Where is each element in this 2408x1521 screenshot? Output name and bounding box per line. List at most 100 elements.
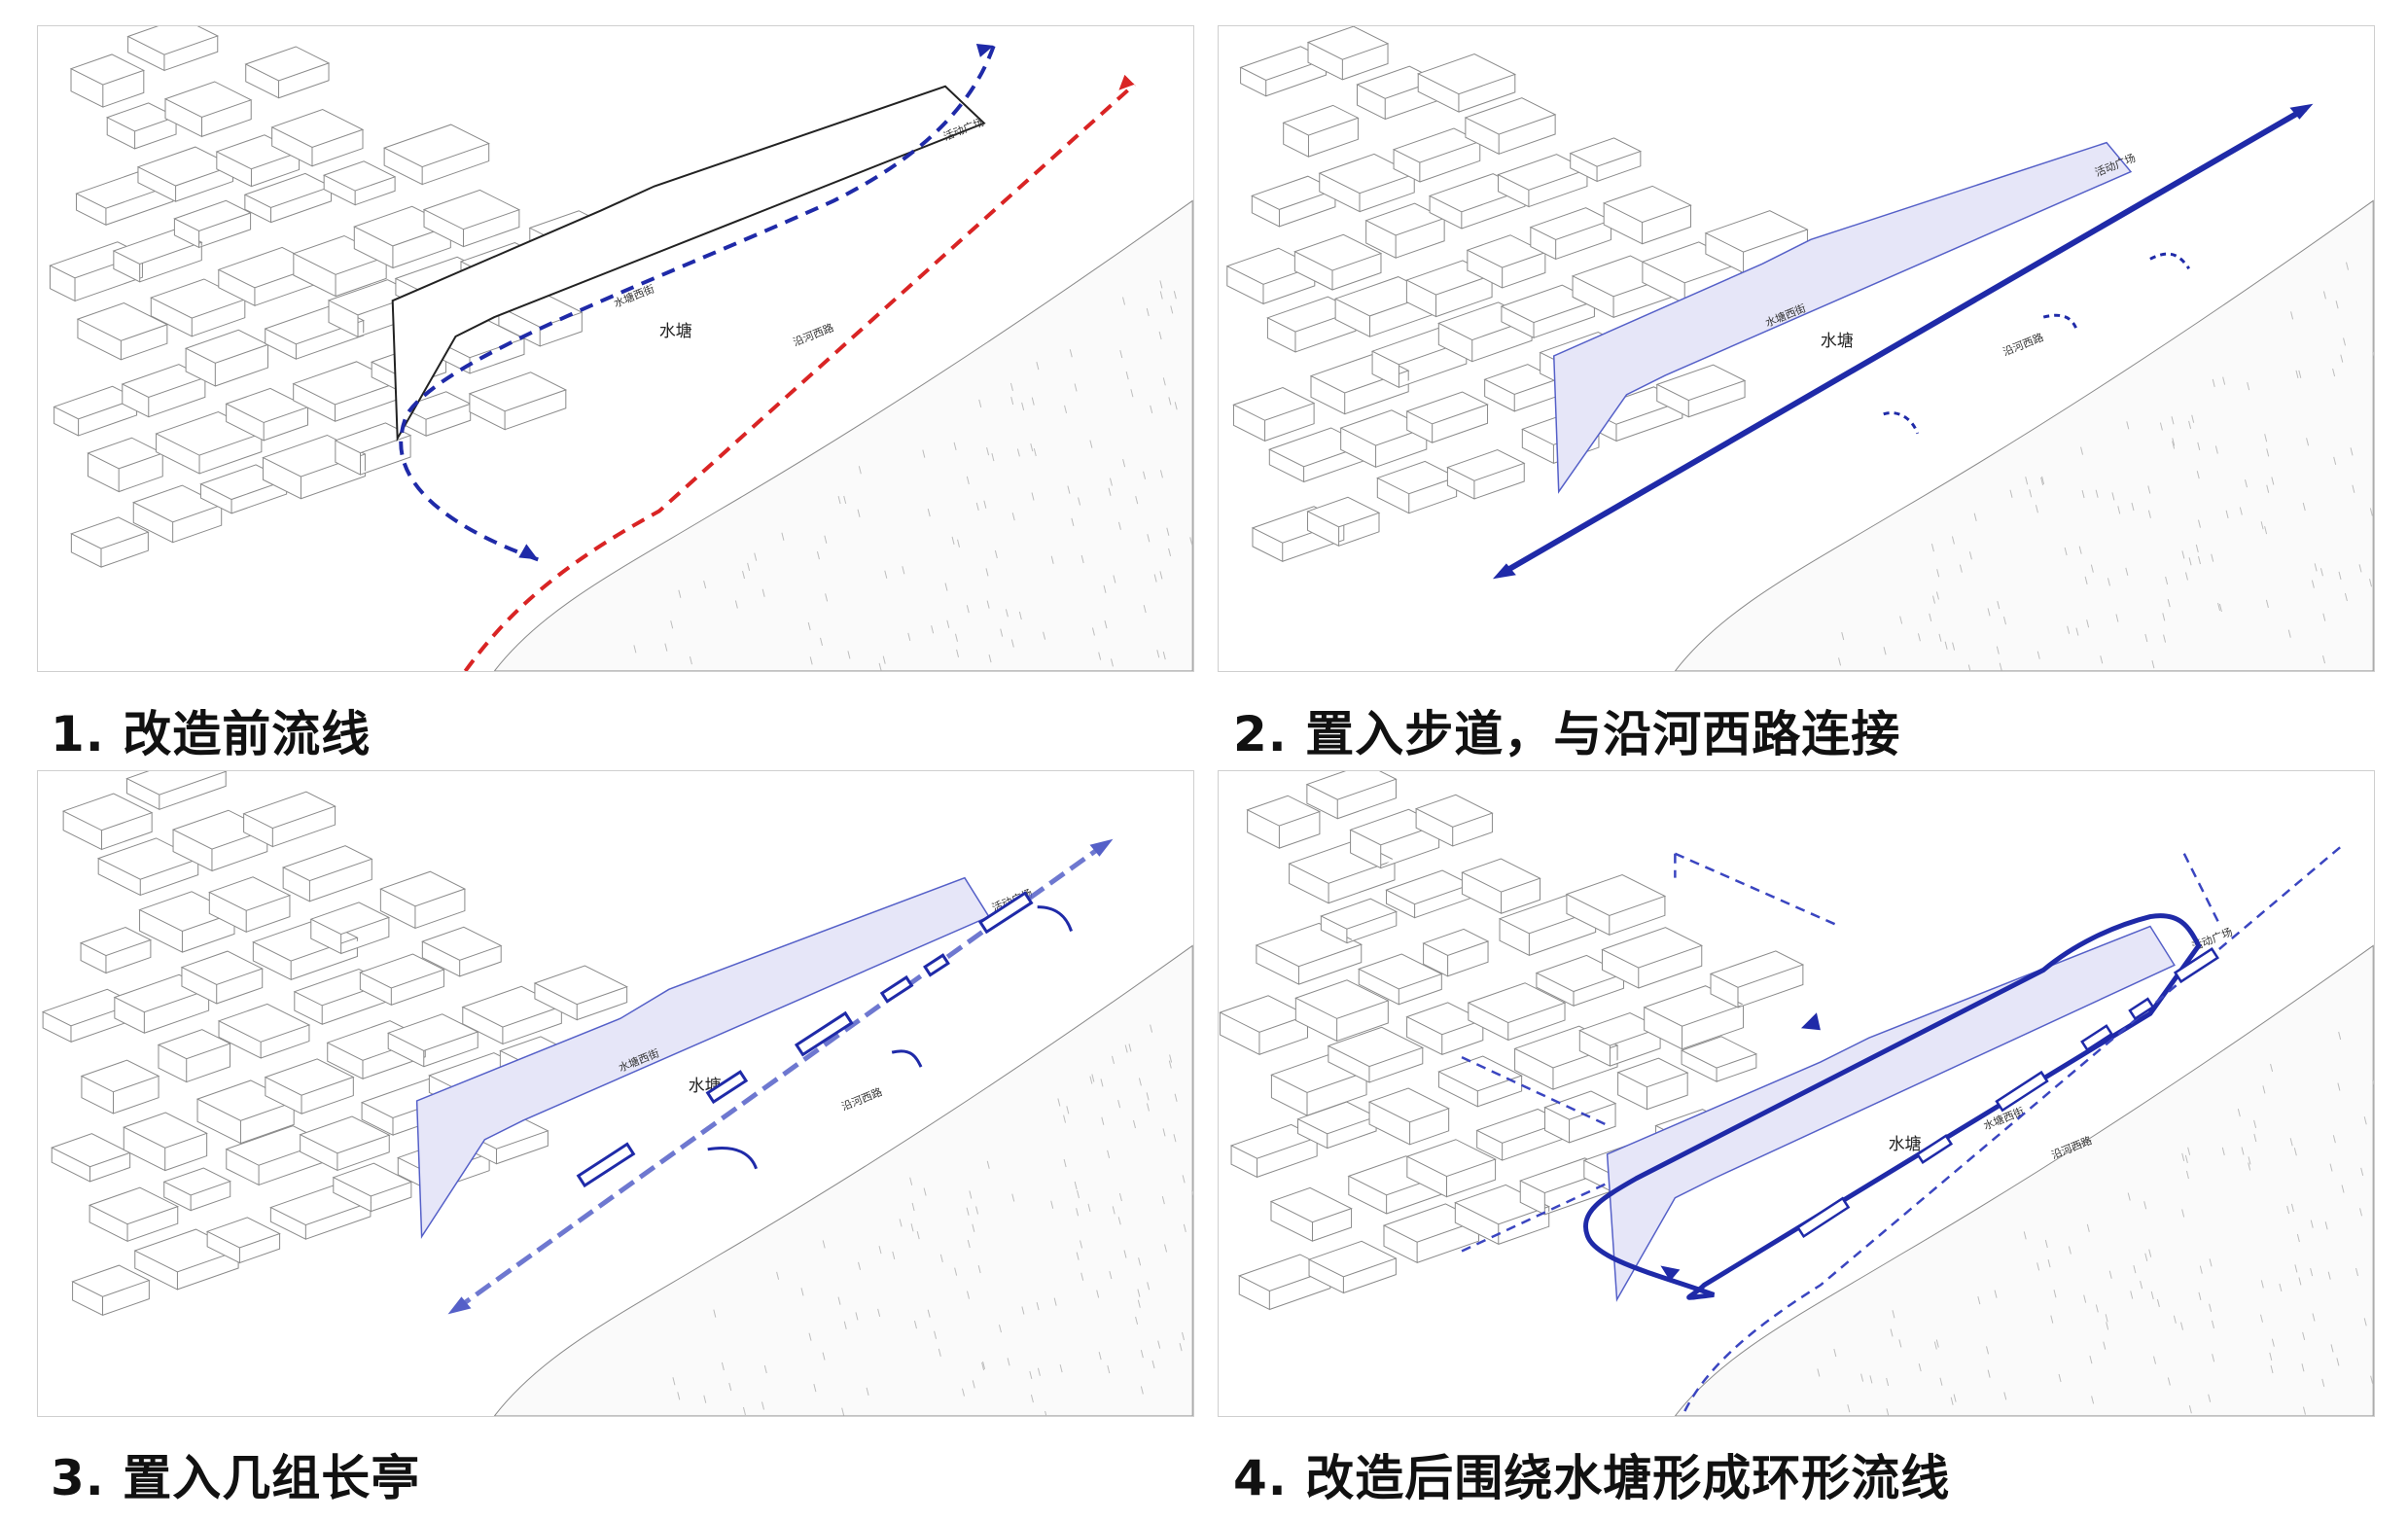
tree-mark [2321,1378,2325,1388]
tree-mark [1179,1343,1183,1352]
tree-mark [1151,1360,1155,1369]
tree-mark [988,654,992,663]
pond-label: 水塘 [1889,1134,1922,1153]
building-block [379,870,467,930]
tree-mark [2187,1147,2191,1155]
building-block [126,26,220,72]
tree-mark [2064,547,2068,556]
tree-mark [882,655,886,664]
tree-mark [2322,291,2326,300]
tree-mark [2218,603,2222,613]
building-block [208,876,292,934]
tree-mark [2253,1119,2257,1129]
tree-mark [2103,1341,2107,1350]
tree-mark [2369,508,2373,516]
tree-mark [824,535,828,544]
building-block [69,53,146,108]
tree-mark [2167,599,2171,608]
tree-mark [2217,602,2221,612]
branch-route [1883,411,1920,435]
tree-mark [1183,1223,1186,1232]
walkway-route [1499,106,2307,577]
tree-mark [1100,1079,1104,1087]
tree-mark [1030,442,1034,452]
river-bank-woodland [1674,944,2374,1416]
tree-mark [1161,1195,1165,1205]
tree-mark [2245,479,2248,488]
tree-mark [1140,1350,1144,1359]
building-block [70,516,150,568]
tree-mark [1053,1297,1057,1306]
tree-mark [2100,655,2104,664]
building-block [1320,898,1399,944]
building-blocks [1219,771,1805,1311]
tree-mark [2081,489,2085,499]
tree-mark [2212,378,2215,388]
tree-mark [892,1251,896,1260]
pond-label: 水塘 [659,321,692,340]
tree-mark [2163,634,2167,643]
tree-mark [2329,1163,2333,1172]
tree-mark [1080,554,1084,564]
tree-mark [1067,485,1071,494]
building-block [359,953,445,1007]
tree-mark [1031,397,1035,406]
tree-mark [670,620,674,629]
tree-mark [2151,660,2155,669]
tree-mark [734,600,738,609]
tree-mark [1817,1368,1821,1377]
pavilion-3 [1995,1070,2049,1113]
building-block [157,1029,231,1083]
dashed-connector [1461,1055,1609,1127]
building-block [421,926,503,977]
tree-mark [2050,1315,2054,1324]
tree-mark [1117,1217,1121,1225]
tree-mark [2144,1253,2148,1261]
tree-mark [878,662,882,671]
tree-mark [2214,445,2218,454]
tree-mark [2107,578,2110,586]
tree-mark [1128,1043,1132,1052]
tree-mark [689,656,692,665]
building-blocks [49,26,614,568]
tree-mark [1031,492,1035,501]
building-block [422,189,521,248]
tree-mark [1150,1024,1153,1033]
route-arrow-icon [1800,1012,1821,1031]
tree-mark [2212,1354,2215,1362]
tree-mark [2369,579,2373,587]
tree-mark [2172,441,2176,449]
tree-mark [2358,564,2362,573]
building-block [163,81,253,138]
tree-mark [2197,519,2201,528]
tree-mark [2040,477,2044,485]
caption-4: 4. 改造后围绕水塘形成环形流线 [1233,1450,1951,1506]
tree-mark [1892,1310,1895,1319]
tree-mark [1137,1289,1141,1297]
tree-mark [2266,448,2270,457]
tree-mark [1089,440,1093,448]
caption-1: 1. 改造前流线 [51,706,372,762]
tree-mark [2270,1063,2274,1073]
tree-mark [1150,405,1153,414]
tree-mark [2310,1220,2314,1228]
building-block [244,46,331,99]
tree-mark [1096,1290,1100,1298]
tree-mark [1050,555,1054,564]
tree-mark [2322,613,2326,621]
dashed-connector [2182,853,2219,923]
tree-mark [1987,1369,1991,1378]
tree-mark [2147,510,2151,518]
tree-mark [2301,1363,2305,1372]
tree-mark [2105,1314,2108,1323]
river-bank-woodland [493,199,1193,671]
tree-mark [1899,616,1903,624]
tree-mark [972,1380,975,1389]
building-block [1467,982,1567,1042]
building-block [322,160,397,206]
tree-mark [866,1387,869,1397]
tree-mark [2131,502,2135,512]
tree-mark [954,1267,958,1276]
tree-mark [2271,1338,2275,1347]
tree-mark [910,1223,914,1232]
